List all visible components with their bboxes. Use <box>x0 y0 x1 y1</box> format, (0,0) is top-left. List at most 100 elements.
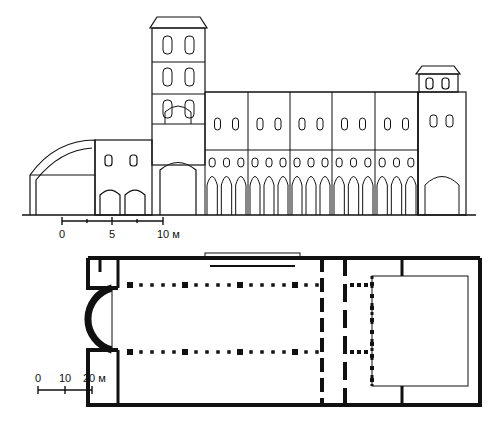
arcade-arch <box>236 177 246 216</box>
clerestory-window <box>317 118 323 130</box>
aisle-window <box>280 158 286 167</box>
scale-unit: 20 м <box>83 373 106 384</box>
tower-window <box>185 100 194 118</box>
scale-number: 10 <box>59 373 71 384</box>
column <box>227 350 231 354</box>
porch-column <box>370 306 374 310</box>
scale-unit: 10 м <box>157 229 180 240</box>
window <box>430 115 437 127</box>
pier <box>127 349 133 355</box>
porch-column <box>370 282 374 286</box>
column <box>364 350 368 354</box>
column <box>304 350 308 354</box>
pilaster <box>290 92 291 215</box>
pier <box>237 349 243 355</box>
pier <box>292 349 298 355</box>
column <box>172 350 176 354</box>
tower-window <box>163 68 172 86</box>
column <box>271 350 275 354</box>
column <box>357 283 361 287</box>
column <box>161 283 165 287</box>
arcade-arch <box>377 177 387 216</box>
clerestory-window <box>385 118 391 130</box>
clerestory-window <box>360 118 366 130</box>
porch-column <box>370 366 374 370</box>
aisle-window <box>308 158 314 167</box>
column <box>150 350 154 354</box>
column <box>194 350 198 354</box>
column <box>161 350 165 354</box>
porch-column <box>370 378 374 382</box>
tower-window <box>163 36 172 54</box>
clerestory-window <box>233 118 239 130</box>
aisle-window <box>252 158 258 167</box>
aisle-window <box>266 158 272 167</box>
clerestory-window <box>342 118 348 130</box>
arcade-arch <box>391 177 401 216</box>
column <box>194 283 198 287</box>
column <box>260 283 264 287</box>
scale-bar <box>38 386 92 394</box>
pier <box>127 282 133 288</box>
arcade-arch <box>334 177 344 216</box>
pier <box>182 349 188 355</box>
pier <box>237 282 243 288</box>
column <box>150 283 154 287</box>
clerestory-window <box>275 118 281 130</box>
column <box>139 283 143 287</box>
column <box>227 283 231 287</box>
scale-bar <box>62 217 163 225</box>
tower-window <box>163 100 172 118</box>
window <box>446 115 453 127</box>
pilaster <box>332 92 333 215</box>
arcade-arch <box>406 177 416 216</box>
porch-column <box>370 318 374 322</box>
pilaster <box>375 92 376 215</box>
longitudinal-section <box>22 17 476 215</box>
clerestory-window <box>403 118 409 130</box>
arcade-arch <box>363 177 373 216</box>
column <box>304 283 308 287</box>
aisle-window <box>365 158 371 167</box>
arcade-arch <box>250 177 260 216</box>
column <box>216 350 220 354</box>
aisle-window <box>322 158 328 167</box>
porch-column <box>370 342 374 346</box>
column <box>357 350 361 354</box>
tower-window <box>185 68 194 86</box>
pier <box>182 282 188 288</box>
aisle-window <box>379 158 385 167</box>
ground-plan <box>88 253 480 405</box>
column <box>172 283 176 287</box>
aisle-window <box>224 158 230 167</box>
column <box>350 283 354 287</box>
aisle-window <box>336 158 342 167</box>
column <box>271 283 275 287</box>
porch-column <box>370 354 374 358</box>
column <box>205 350 209 354</box>
scale-number: 5 <box>109 229 115 240</box>
column <box>315 283 319 287</box>
porch-column <box>370 294 374 298</box>
clerestory-window <box>215 118 221 130</box>
arcade-arch <box>306 177 316 216</box>
column <box>282 283 286 287</box>
clerestory-window <box>257 118 263 130</box>
column <box>282 350 286 354</box>
column <box>205 283 209 287</box>
pilaster <box>205 92 206 215</box>
column <box>139 350 143 354</box>
column <box>249 350 253 354</box>
arcade-arch <box>264 177 274 216</box>
column <box>364 283 368 287</box>
aisle-window <box>394 158 400 167</box>
column <box>315 350 319 354</box>
pier <box>292 282 298 288</box>
arcade-arch <box>278 177 288 216</box>
portal-arch <box>425 177 459 216</box>
arcade-arch <box>348 177 358 216</box>
aisle-window <box>408 158 414 167</box>
column <box>350 350 354 354</box>
pilaster <box>248 92 249 215</box>
